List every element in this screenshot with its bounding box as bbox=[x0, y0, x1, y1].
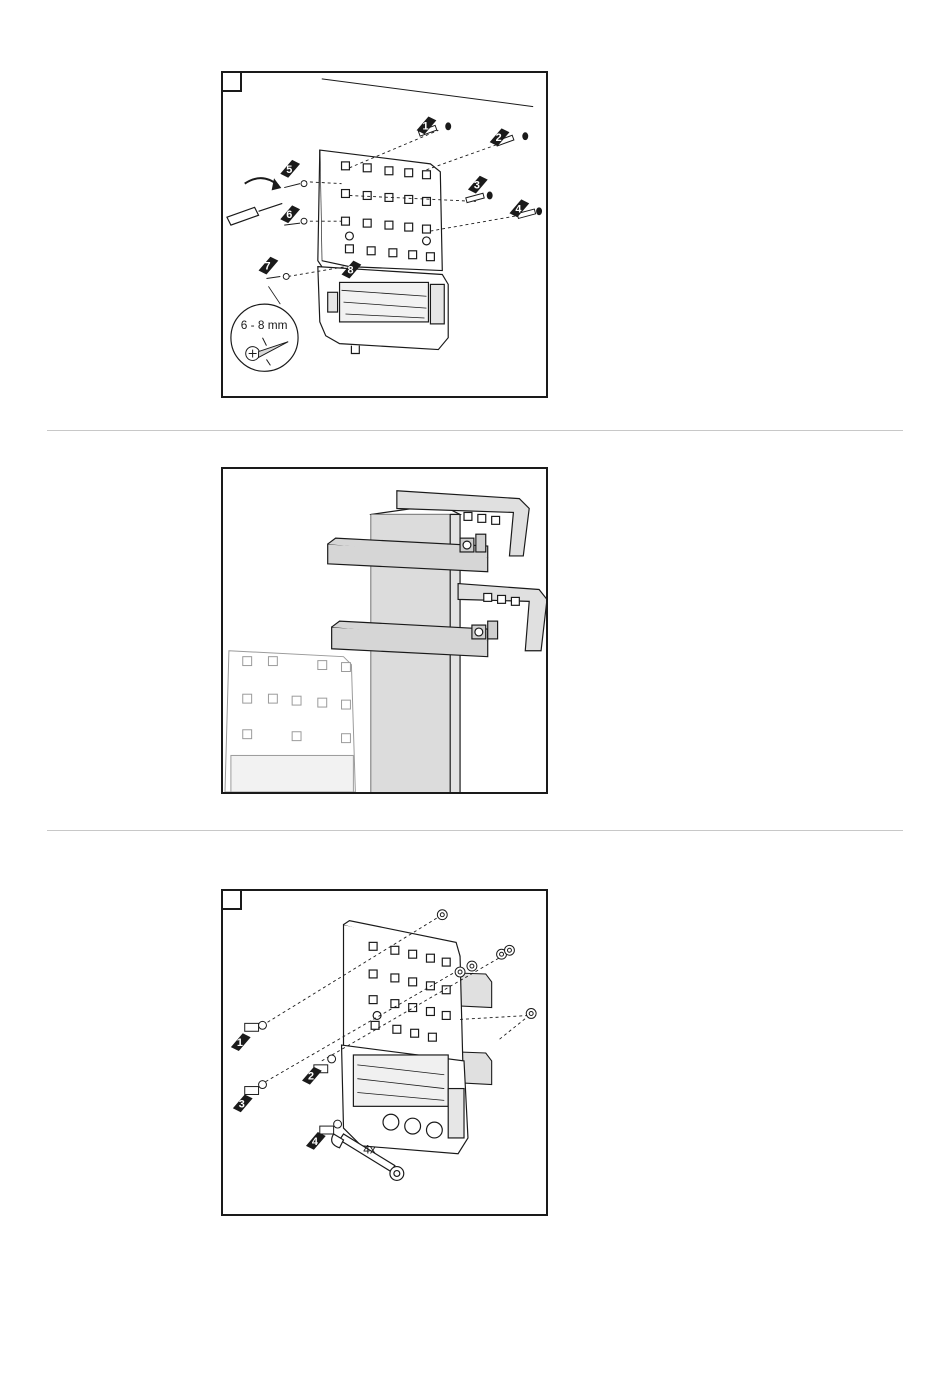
step-number: 4 bbox=[312, 1136, 318, 1148]
figure-corner-box bbox=[223, 73, 242, 92]
pole-mount-illustration bbox=[221, 467, 548, 794]
wall-mount-drawing: 1 2 3 4 5 6 7 8 6 - 8 mm bbox=[223, 73, 546, 396]
section-divider bbox=[47, 830, 903, 831]
step-number: 7 bbox=[264, 261, 270, 273]
step-number: 3 bbox=[474, 180, 480, 192]
step-number: 6 bbox=[286, 209, 292, 221]
mounting-bracket bbox=[318, 150, 442, 271]
step-number: 2 bbox=[496, 132, 502, 144]
inverter-body bbox=[342, 1045, 468, 1154]
screw-detail: 6 - 8 mm bbox=[231, 286, 298, 371]
bracket-fastening-illustration: 1 2 3 4 4x bbox=[221, 889, 548, 1216]
step-number: 1 bbox=[237, 1037, 243, 1049]
quantity-label: 4x bbox=[363, 1143, 376, 1157]
wall-mount-illustration: 1 2 3 4 5 6 7 8 6 - 8 mm bbox=[221, 71, 548, 398]
step-number: 4 bbox=[515, 203, 521, 215]
bolt-icon bbox=[245, 1021, 342, 1134]
mounting-bracket-faded bbox=[225, 651, 355, 792]
step-number: 1 bbox=[423, 120, 429, 132]
bracket-fastening-drawing: 1 2 3 4 4x bbox=[223, 891, 546, 1214]
step-number: 3 bbox=[239, 1098, 245, 1110]
inverter-body bbox=[318, 267, 448, 354]
screwdriver-icon bbox=[227, 178, 282, 225]
pole-mount-drawing bbox=[223, 469, 546, 792]
step-number: 5 bbox=[286, 164, 292, 176]
step-number: 2 bbox=[308, 1071, 314, 1083]
dimension-label: 6 - 8 mm bbox=[241, 318, 288, 332]
step-number: 8 bbox=[347, 265, 353, 277]
figure-corner-box bbox=[223, 891, 242, 910]
section-divider bbox=[47, 430, 903, 431]
